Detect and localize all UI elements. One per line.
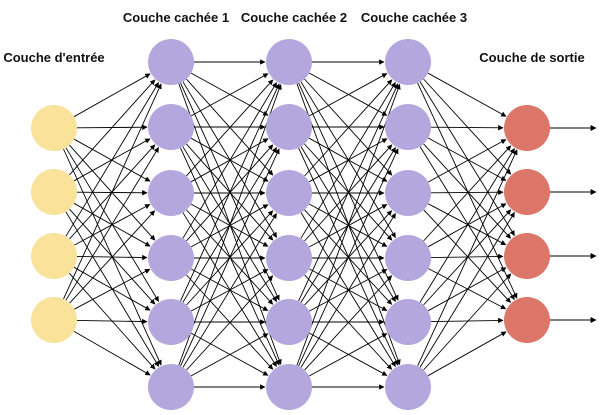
- neuron-layer-4-node-0: [504, 105, 550, 151]
- connection-0-0-0: [73, 73, 151, 118]
- connection-0-3-5: [73, 331, 151, 376]
- connection-0-3-2: [69, 210, 156, 304]
- connection-3-5-2: [423, 273, 512, 371]
- neuron-layer-4-node-2: [504, 233, 550, 279]
- connection-3-2-1: [430, 189, 504, 195]
- neuron-layer-3-node-0: [385, 39, 431, 85]
- connection-3-4-3: [430, 317, 504, 324]
- connection-3-3-0: [423, 145, 512, 242]
- connection-2-1-0: [308, 73, 388, 117]
- connection-0-2-0: [65, 82, 159, 237]
- connection-3-0-3: [417, 82, 518, 299]
- connection-0-1-0: [69, 79, 156, 176]
- neuron-layer-2-node-3: [266, 235, 312, 281]
- connection-3-2-2: [428, 203, 507, 246]
- neuron-layer-0-node-2: [31, 233, 77, 279]
- connection-1-2-0: [186, 79, 274, 177]
- neurons: [31, 39, 550, 410]
- neuron-layer-4-node-1: [504, 169, 550, 215]
- connection-2-5-0: [296, 83, 401, 366]
- connection-3-0-2: [419, 81, 515, 236]
- neuron-layer-0-node-1: [31, 169, 77, 215]
- connection-2-5-2: [300, 213, 396, 368]
- connection-1-1-0: [190, 73, 269, 117]
- connection-3-1-0: [430, 125, 504, 131]
- connection-1-5-0: [178, 84, 282, 366]
- hidden-layer-2-label: Couche cachée 2: [240, 10, 348, 25]
- connection-2-5-3: [304, 275, 393, 371]
- connection-1-5-3: [186, 275, 274, 371]
- neuron-layer-1-node-3: [148, 235, 194, 281]
- neuron-layer-3-node-2: [385, 170, 431, 216]
- neuron-layer-1-node-1: [148, 104, 194, 150]
- connection-2-5-1: [298, 148, 399, 367]
- neuron-layer-1-node-2: [148, 170, 194, 216]
- neuron-layer-0-node-0: [31, 105, 77, 151]
- hidden-layer-3-label: Couche cachée 3: [360, 10, 468, 25]
- neuron-layer-3-node-4: [385, 299, 431, 345]
- connection-3-2-0: [427, 139, 507, 183]
- connection-lines: [63, 59, 518, 390]
- output-layer-label: Couche de sortie: [479, 50, 585, 65]
- neuron-layer-1-node-5: [148, 364, 194, 410]
- neuron-layer-0-node-3: [31, 297, 77, 343]
- connection-3-5-1: [419, 212, 515, 368]
- connection-3-4-2: [427, 267, 507, 312]
- connection-0-3-0: [63, 83, 162, 300]
- neuron-layer-1-node-4: [148, 299, 194, 345]
- neuron-layer-2-node-5: [266, 364, 312, 410]
- connection-1-5-4: [190, 333, 269, 377]
- connection-3-1-2: [423, 143, 512, 239]
- connection-2-5-4: [308, 333, 388, 377]
- connection-3-0-0: [427, 72, 507, 117]
- connection-1-5-1: [180, 148, 280, 367]
- neuron-layer-4-node-3: [504, 297, 550, 343]
- output-arrows: [550, 125, 597, 323]
- hidden-layer-1-label: Couche cachée 1: [122, 10, 230, 25]
- connection-0-3-1: [65, 147, 159, 301]
- connection-2-4-0: [298, 83, 399, 302]
- neuron-layer-3-node-1: [385, 104, 431, 150]
- neuron-layer-1-node-0: [148, 39, 194, 85]
- connection-3-0-1: [423, 78, 512, 175]
- neuron-layer-3-node-5: [385, 364, 431, 410]
- neuron-layer-2-node-4: [266, 299, 312, 345]
- neuron-layer-3-node-3: [385, 235, 431, 281]
- connection-1-3-0: [182, 82, 277, 239]
- connection-3-5-3: [427, 331, 507, 377]
- connection-2-2-0: [304, 79, 393, 177]
- input-layer-label: Couche d'entrée: [3, 50, 105, 65]
- neuron-layer-2-node-1: [266, 104, 312, 150]
- connection-3-4-0: [419, 148, 515, 303]
- connection-1-4-0: [180, 83, 280, 302]
- connection-3-1-1: [427, 137, 507, 181]
- neuron-layer-2-node-2: [266, 170, 312, 216]
- neuron-layer-2-node-0: [266, 39, 312, 85]
- connection-2-3-0: [300, 82, 396, 239]
- connection-0-3-4: [76, 318, 148, 325]
- connection-3-1-3: [419, 146, 515, 301]
- connection-3-5-0: [417, 149, 518, 367]
- connection-0-3-3: [74, 268, 151, 310]
- connection-1-5-2: [182, 213, 277, 368]
